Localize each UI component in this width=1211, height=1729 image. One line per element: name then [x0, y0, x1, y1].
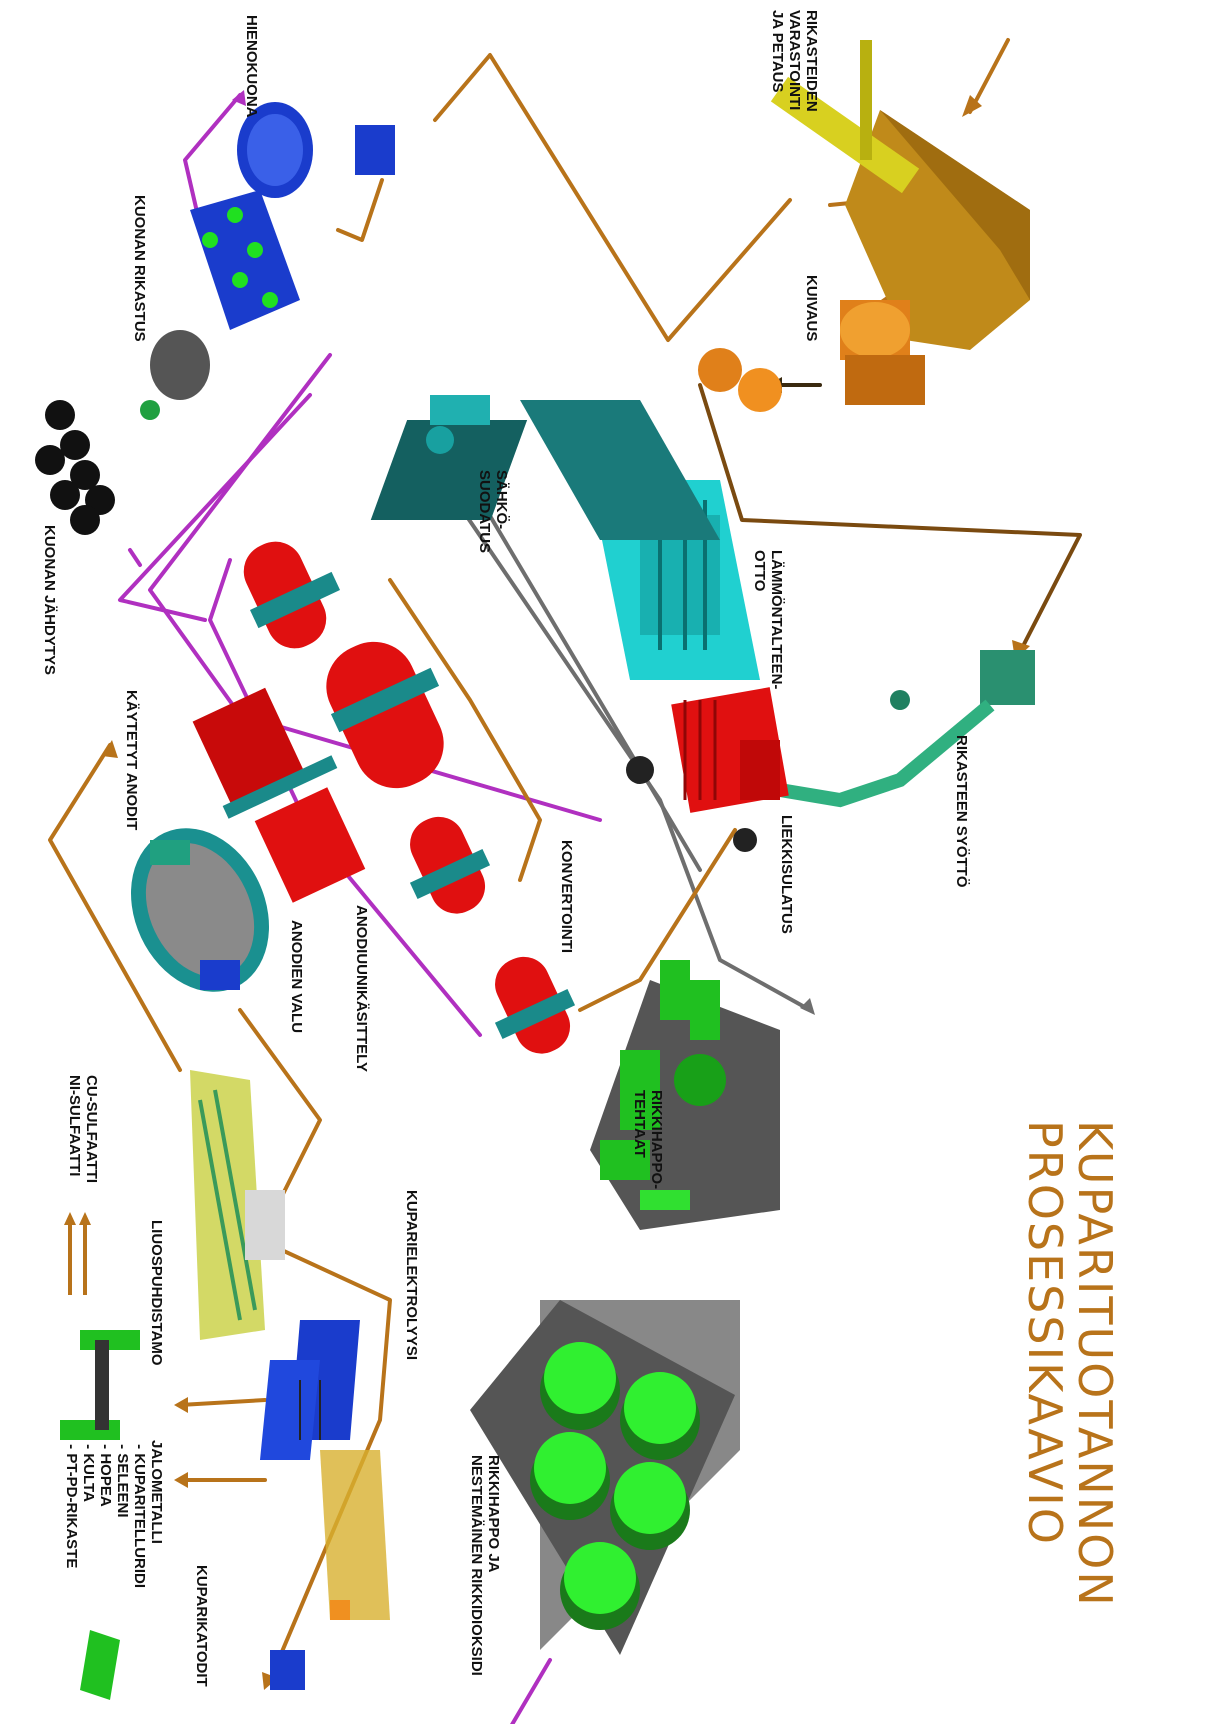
flow-used-anodes [48, 743, 182, 1072]
casting-wheel-icon [131, 828, 269, 992]
flow-incoming-arrow [968, 38, 1010, 114]
label-lammontalteenotto: LÄMMÖNTALTEEN- OTTO [751, 550, 785, 690]
slag-concentrator-icon [140, 102, 395, 420]
arrowhead-used-anodes [102, 740, 118, 758]
acid-plant-icon [590, 960, 780, 1230]
label-kuonan-rikastus: KUONAN RIKASTUS [131, 195, 148, 342]
slag-pot-icon [35, 400, 115, 535]
converter-icon [243, 541, 576, 1054]
label-kaytetyt-anodit: KÄYTETYT ANODIT [123, 690, 140, 831]
flow-hienokuona [183, 93, 242, 227]
feed-conveyor-icon [778, 650, 1035, 808]
arrowhead-gas [800, 998, 815, 1015]
arrowhead-liuos [174, 1397, 188, 1413]
sulfate-arrows-icon [64, 1212, 91, 1295]
flow-zigzag-storage [433, 53, 792, 342]
label-rikkihappotehtaat: RIKKIHAPPO- TEHTAAT [631, 1090, 665, 1190]
label-anodien-valu: ANODIEN VALU [288, 920, 305, 1034]
flow-dryer-to-feed [698, 383, 1082, 654]
label-jalometalli: JALOMETALLI - KUPARITELLURIDI - SELEENI … [63, 1440, 165, 1589]
label-liekkisulatus: LIEKKISULATUS [778, 815, 795, 934]
flow-liuos-out [178, 1398, 267, 1407]
cathode-icon [60, 1330, 140, 1700]
label-kuonan-jahdytys: KUONAN JÄHDYTYS [41, 525, 58, 676]
arrowhead-incoming [962, 95, 982, 117]
anode-furnace-icon [192, 687, 366, 903]
acid-tank-icon [470, 1300, 740, 1655]
label-rikkihappo-ja: RIKKIHAPPO JA NESTEMÄINEN RIKKIDIOKSIDI [468, 1455, 502, 1676]
label-kuparikatodit: KUPARIKATODIT [193, 1565, 210, 1687]
electrolysis-cell-icon [260, 1320, 360, 1690]
label-sulfaatit: CU-SULFAATTI NI-SULFAATTI [66, 1075, 100, 1184]
label-rikasteiden: RIKASTEIDEN VARASTOINTI JA PETAUS [769, 10, 820, 112]
label-kuparielektrolyysi: KUPARIELEKTROLYYSI [403, 1190, 420, 1361]
label-sahkosuodatus: SÄHKÖ- SUODATUS [476, 470, 510, 554]
arrowhead-hienokuona [232, 90, 246, 106]
arrowhead-jalometalli [174, 1472, 188, 1488]
flow-smelter-to-converter [578, 828, 737, 1012]
label-anodiuunikasittely: ANODIUUNIKÄSITTELY [353, 905, 370, 1072]
flow-slag-purple-2 [118, 393, 312, 622]
solution-purification-icon [190, 1070, 390, 1620]
flow-converter-loop [388, 578, 542, 882]
label-rikasteen-syotto: RIKASTEEN SYÖTTÖ [953, 735, 970, 888]
label-konvertointi: KONVERTOINTI [558, 840, 575, 954]
storage-pile-icon [770, 40, 1030, 350]
flow-slag-recirc [336, 178, 384, 242]
label-hienokuona: HIENOKUONA [243, 15, 260, 118]
label-kuivaus: KUIVAUS [803, 275, 820, 342]
dryer-icon [698, 300, 925, 412]
flow-kuonan-jahdytys-arrow [128, 548, 142, 567]
flow-acid-out [507, 1658, 552, 1729]
label-liuospuhdistamo: LIUOSPUHDISTAMO [148, 1220, 165, 1366]
electrostatic-filter-icon [370, 395, 720, 540]
flow-gas [423, 453, 812, 1012]
diagram-title: KUPARITUOTANNON PROSESSIKAAVIO [1018, 1120, 1122, 1608]
flash-smelter-icon [626, 687, 789, 852]
